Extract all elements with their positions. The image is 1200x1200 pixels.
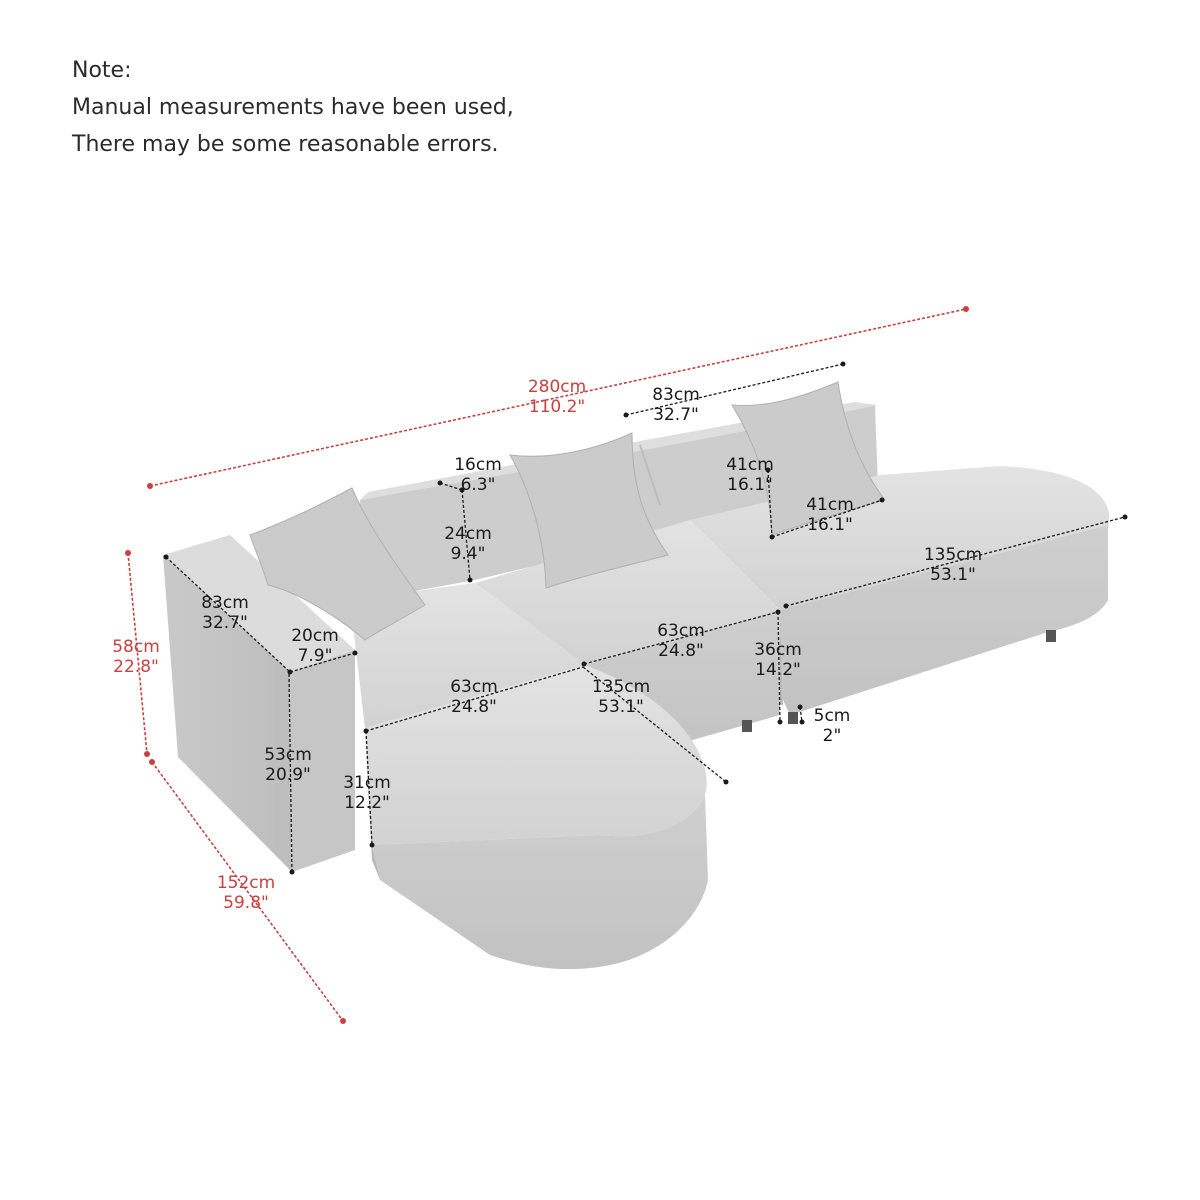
overall-length-cm: 280cm <box>528 377 586 397</box>
left-arm-side <box>163 555 292 872</box>
ottoman-side <box>365 728 380 880</box>
dimension-labels: 280cm 110.2" 58cm 22.8" 152cm 59.8" 83cm… <box>112 377 982 913</box>
pillows <box>249 381 886 641</box>
back-height-cm: 24cm <box>444 524 492 544</box>
right-chaise-length-in: 53.1" <box>930 565 976 585</box>
right-chaise-front <box>780 525 1108 715</box>
arm-width-in: 7.9" <box>298 646 333 666</box>
leg-height-in: 2" <box>823 726 842 746</box>
seat-width-middle-cm: 63cm <box>657 621 705 641</box>
leg-height-cm: 5cm <box>814 706 851 726</box>
ottoman-top <box>365 665 707 845</box>
seat-width-middle-in: 24.8" <box>658 641 704 661</box>
seat-width-left-in: 24.8" <box>451 697 497 717</box>
pillow-width-cm: 41cm <box>806 495 854 515</box>
overall-height-in: 22.8" <box>113 657 159 677</box>
pillow-right <box>731 381 886 536</box>
overall-length-in: 110.2" <box>529 397 586 417</box>
pillow-center <box>509 432 669 589</box>
seat-height-in: 14.2" <box>755 660 801 680</box>
back-top-depth-cm: 16cm <box>454 455 502 475</box>
pillow-height-in: 16.1" <box>727 475 773 495</box>
back-module-seam <box>639 444 661 506</box>
overall-length-line <box>149 308 967 487</box>
chaise-length-in: 59.8" <box>223 893 269 913</box>
arm-height-cm: 53cm <box>264 745 312 765</box>
left-seat-top <box>350 583 585 728</box>
left-arm-top <box>163 535 355 672</box>
chaise-length-line <box>151 761 344 1022</box>
leg <box>788 712 798 724</box>
chaise-length-cm: 152cm <box>217 873 275 893</box>
ottoman-height-cm: 31cm <box>343 773 391 793</box>
arm-depth-in: 32.7" <box>202 613 248 633</box>
seat-height-cm: 36cm <box>754 640 802 660</box>
ottoman-front <box>372 795 708 970</box>
overall-height-cm: 58cm <box>112 637 160 657</box>
leg <box>1046 630 1056 642</box>
arm-depth-cm: 83cm <box>201 593 249 613</box>
arm-width-cm: 20cm <box>291 626 339 646</box>
note-line-2: There may be some reasonable errors. <box>72 132 499 157</box>
left-chaise-length-in: 53.1" <box>598 697 644 717</box>
left-chaise-length-cm: 135cm <box>592 677 650 697</box>
back-cushion-width-in: 32.7" <box>653 405 699 425</box>
ottoman-height-in: 12.2" <box>344 793 390 813</box>
leg <box>742 720 752 732</box>
pillow-left <box>249 487 426 641</box>
pillow-width-in: 16.1" <box>807 515 853 535</box>
left-arm-front <box>290 650 355 872</box>
right-chaise-length-cm: 135cm <box>924 545 982 565</box>
dimension-lines <box>125 306 1128 1024</box>
note-block: Note: Manual measurements have been used… <box>72 52 514 163</box>
middle-seat-top <box>475 520 780 665</box>
arm-height-in: 20.9" <box>265 765 311 785</box>
back-height-in: 9.4" <box>451 544 486 564</box>
back-top-depth-in: 6.3" <box>461 475 496 495</box>
overall-height-line <box>127 552 148 755</box>
middle-seat-front <box>585 610 780 755</box>
back-cushion-width-cm: 83cm <box>652 385 700 405</box>
seat-width-left-cm: 63cm <box>450 677 498 697</box>
pillow-height-cm: 41cm <box>726 455 774 475</box>
note-line-1: Manual measurements have been used, <box>72 95 514 120</box>
note-title: Note: <box>72 58 132 83</box>
